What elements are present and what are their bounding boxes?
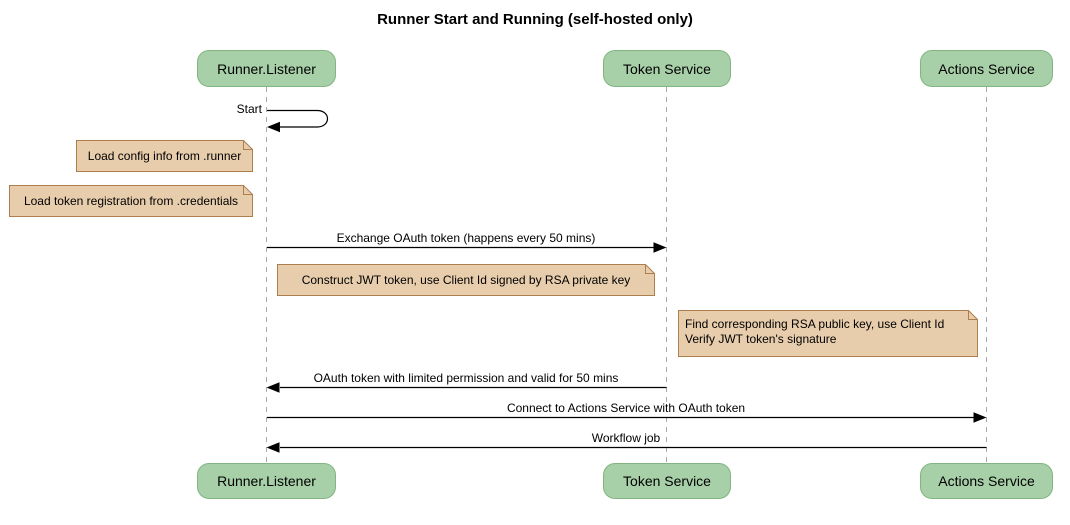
note-verify-jwt-label: Find corresponding RSA public key, use C… bbox=[678, 310, 978, 357]
message-label-exchange-token: Exchange OAuth token (happens every 50 m… bbox=[336, 231, 596, 245]
message-label-workflow-job: Workflow job bbox=[591, 431, 661, 445]
diagram-title: Runner Start and Running (self-hosted on… bbox=[377, 11, 693, 28]
message-label-oauth-return: OAuth token with limited permission and … bbox=[313, 371, 619, 385]
connect-actions-arrowhead bbox=[973, 412, 987, 423]
note-load-credentials-fold bbox=[243, 185, 253, 195]
participant-actions-service-top: Actions Service bbox=[920, 50, 1053, 87]
note-verify-jwt-fold bbox=[968, 310, 978, 320]
message-label-start: Start bbox=[236, 102, 262, 116]
note-load-config-fold bbox=[243, 140, 253, 150]
exchange-token-arrowhead bbox=[653, 242, 667, 253]
note-load-config-label: Load config info from .runner bbox=[87, 148, 242, 163]
note-construct-jwt-body bbox=[277, 264, 655, 296]
oauth-return-arrowhead bbox=[266, 382, 280, 393]
participant-token-service-bottom: Token Service bbox=[603, 463, 731, 499]
start-self-arrow-line bbox=[267, 109, 329, 128]
note-verify-jwt-line1: Find corresponding RSA public key, use C… bbox=[685, 317, 945, 331]
note-load-credentials-body bbox=[9, 185, 253, 217]
participant-runner-listener-top: Runner.Listener bbox=[197, 50, 336, 87]
message-label-connect-actions: Connect to Actions Service with OAuth to… bbox=[506, 401, 746, 415]
note-load-config-body bbox=[76, 140, 253, 172]
participant-runner-listener-bottom: Runner.Listener bbox=[197, 463, 336, 499]
start-self-arrowhead bbox=[267, 121, 280, 133]
participant-actions-service-bottom: Actions Service bbox=[920, 463, 1053, 499]
note-construct-jwt-fold bbox=[645, 264, 655, 274]
note-construct-jwt-label: Construct JWT token, use Client Id signe… bbox=[301, 272, 631, 287]
note-verify-jwt-line2: Verify JWT token's signature bbox=[685, 332, 837, 346]
participant-token-service-top: Token Service bbox=[603, 50, 731, 87]
workflow-job-arrowhead bbox=[266, 442, 280, 453]
note-verify-jwt-body bbox=[678, 310, 978, 357]
note-load-credentials-label: Load token registration from .credential… bbox=[23, 193, 239, 208]
